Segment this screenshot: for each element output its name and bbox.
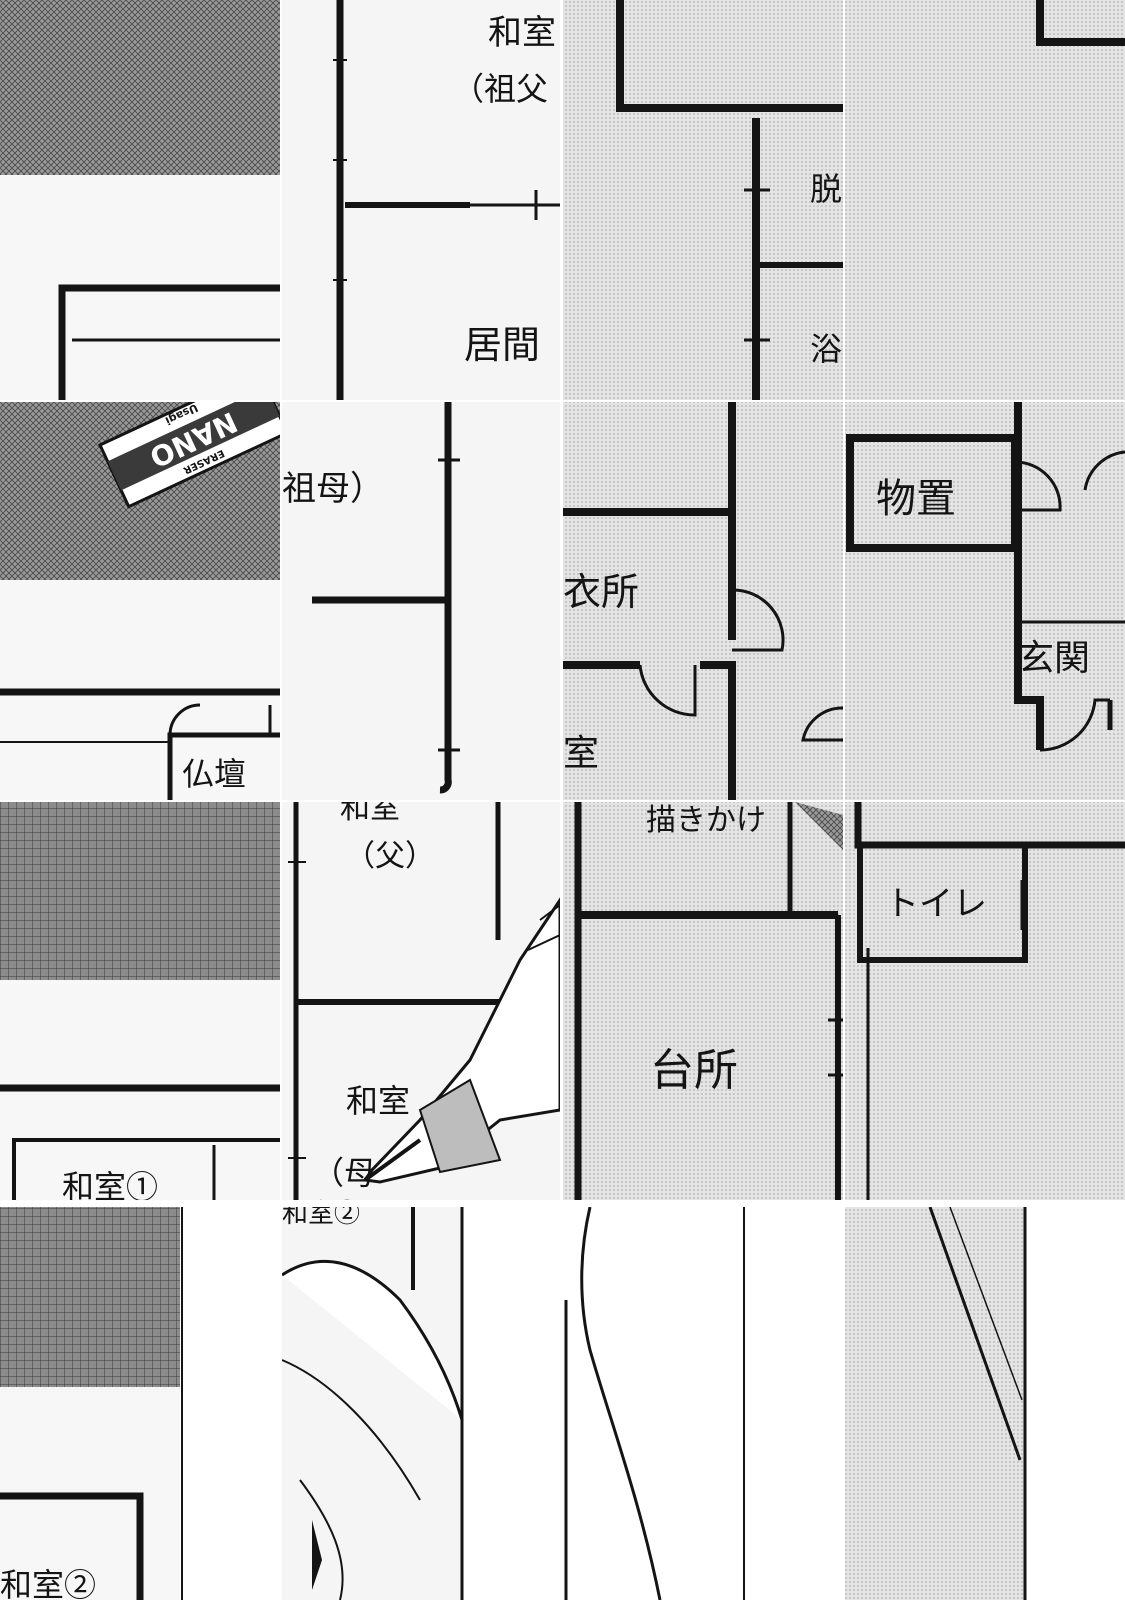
room-label-datsuishitsu-tail: 衣所: [563, 570, 639, 614]
strip-3-1: 和室①: [0, 802, 280, 1206]
strip-1-1: [0, 0, 280, 400]
room-label-toilet: トイレ: [885, 884, 987, 924]
room-label-father: （父）: [345, 839, 435, 874]
drawing-hand: [362, 897, 560, 1184]
room-label-yokushitsu-tail: 室: [563, 733, 599, 774]
room-label-monooki: 物置: [876, 476, 956, 522]
strip-4-3: [563, 1206, 745, 1600]
strip-3-3: 描きかけ 台所: [563, 802, 843, 1200]
nano-eraser: NANO Usagi ERASER: [98, 402, 280, 509]
room-label-washitsu-1: 和室①: [62, 1168, 158, 1206]
room-label-grandmother: 祖母）: [282, 469, 384, 509]
room-label-washitsu-parents: 和室: [346, 1082, 410, 1120]
strip-1-3: 脱 浴: [563, 0, 843, 400]
strip-2-4: 物置 玄関: [845, 402, 1125, 800]
room-label-washitsu-parents-top: 和室: [340, 791, 400, 826]
room-label-mother: （母: [312, 1154, 376, 1192]
room-label-kakikake: 描きかけ: [646, 803, 766, 838]
room-label-daidokoro: 台所: [650, 1045, 738, 1096]
strip-2-3: 衣所 室: [563, 402, 843, 800]
room-label-washitsu-2-bottom: 和室②: [0, 1566, 96, 1600]
room-label-datsuishitsu-head: 脱: [810, 170, 842, 208]
strip-4-1: 和室②: [0, 1207, 183, 1600]
strip-2-2: 祖母）: [282, 402, 560, 800]
room-label-yokushitsu-head: 浴: [810, 330, 842, 368]
strip-1-4: [845, 0, 1125, 400]
room-label-ima: 居間: [464, 323, 540, 367]
strip-4-4: [845, 1206, 1027, 1600]
room-label-butsudan: 仏壇: [182, 755, 246, 793]
strip-4-2: 和室②: [281, 1199, 464, 1600]
strip-3-2: 和室 （父） 和室 （母: [282, 791, 560, 1200]
room-label-grandfather: （祖父: [452, 70, 548, 108]
room-label-genkan: 玄関: [1018, 638, 1090, 679]
strip-2-1: NANO Usagi ERASER 仏壇: [0, 402, 280, 800]
strip-3-4: トイレ: [845, 802, 1125, 1200]
strip-1-2: 和室 （祖父 居間: [282, 0, 560, 400]
room-label-washitsu-grandparents: 和室: [488, 13, 556, 53]
